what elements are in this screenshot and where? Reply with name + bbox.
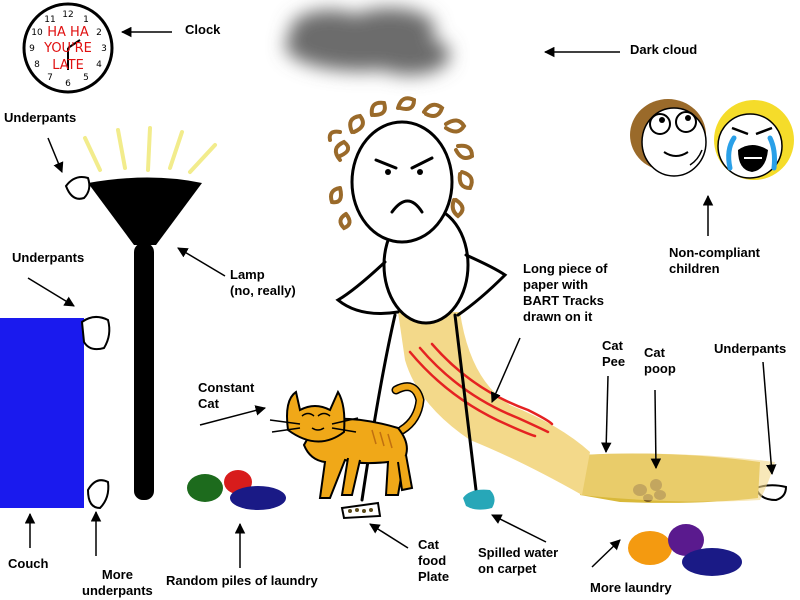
label-constant-cat-line2: Cat [198, 396, 219, 411]
clock-number: 8 [34, 60, 40, 70]
label-more-laundry: More laundry [590, 580, 672, 595]
clock-numbers: 12 1 2 3 4 5 6 7 8 9 10 11 [29, 10, 107, 89]
person-head [350, 120, 454, 244]
label-long-paper-line4: drawn on it [523, 309, 593, 324]
label-lamp-line1: Lamp [230, 267, 265, 282]
label-long-paper-line1: Long piece of [523, 261, 608, 276]
label-lamp-line2: (no, really) [230, 283, 296, 298]
clock-number: 9 [29, 44, 35, 54]
label-clock: Clock [185, 22, 221, 37]
clock-number: 3 [101, 44, 107, 54]
label-cat-food-line1: Cat [418, 537, 439, 552]
label-underpants-right: Underpants [714, 341, 787, 356]
laundry-pile-left [187, 470, 286, 510]
label-couch: Couch [8, 556, 49, 571]
label-lamp: Lamp (no, really) [230, 267, 296, 299]
label-cat-food-line3: Plate [418, 569, 450, 584]
label-cat-poop-line2: poop [644, 361, 676, 376]
clock-number: 7 [47, 73, 53, 83]
bart-tracks [408, 342, 554, 438]
label-spilled-water: Spilled water on carpet [478, 545, 558, 577]
cat-food-plate [340, 501, 382, 520]
label-more-underpants: More underpants [82, 567, 153, 599]
clock-message: HA HA YOU'RE LATE [43, 25, 92, 73]
label-more-underpants-line1: More [101, 567, 133, 582]
label-long-paper-line3: BART Tracks [523, 293, 604, 308]
child-blonde-crying [714, 100, 794, 180]
clock-number: 1 [83, 15, 89, 25]
clock-text-line3: LATE [52, 58, 84, 73]
label-cat-pee-line1: Cat [602, 338, 623, 353]
spilled-water [463, 489, 495, 510]
dark-cloud [285, 8, 450, 75]
person-legs [360, 313, 478, 502]
clock-number: 12 [62, 10, 73, 20]
label-spilled-water-line2: on carpet [478, 561, 537, 576]
label-underpants-mid: Underpants [12, 250, 85, 265]
child-brown-hair [630, 99, 707, 177]
laundry-pile-right [628, 524, 742, 576]
label-arrows [24, 26, 777, 568]
clock: 12 1 2 3 4 5 6 7 8 9 10 11 HA HA YOU'RE … [22, 2, 114, 94]
person [327, 96, 508, 325]
person-left-eye [385, 169, 391, 175]
clock-text-line2: YOU'RE [43, 41, 92, 56]
cat [269, 382, 425, 499]
label-cat-poop-line1: Cat [644, 345, 665, 360]
clock-number: 4 [96, 60, 102, 70]
label-long-paper-line2: paper with [523, 277, 589, 292]
couch [0, 318, 84, 508]
label-spilled-water-line1: Spilled water [478, 545, 559, 560]
label-more-underpants-line2: underpants [82, 583, 153, 598]
label-random-laundry: Random piles of laundry [166, 573, 318, 588]
label-constant-cat-line1: Constant [198, 380, 255, 395]
person-left-brow [374, 158, 398, 170]
label-non-compliant-children: Non-compliant children [669, 245, 760, 277]
clock-number: 5 [83, 73, 89, 83]
long-paper [398, 312, 590, 495]
lamp-glow [83, 126, 217, 174]
label-non-compliant-line2: children [669, 261, 720, 276]
label-dark-cloud: Dark cloud [630, 42, 698, 57]
long-paper-tail [580, 453, 775, 502]
person-hair [327, 96, 475, 231]
label-underpants-top: Underpants [4, 110, 77, 125]
label-long-paper: Long piece of paper with BART Tracks dra… [523, 261, 608, 325]
label-non-compliant-line1: Non-compliant [669, 245, 760, 260]
label-cat-food-line2: food [418, 553, 447, 568]
label-cat-pee-line2: Pee [602, 354, 626, 369]
person-frown [390, 199, 424, 214]
person-left-arm [335, 260, 400, 315]
label-cat-poop: Cat poop [644, 345, 676, 377]
clock-text-line1: HA HA [47, 25, 89, 40]
lamp [88, 177, 202, 500]
clock-number: 11 [44, 15, 55, 25]
clock-number: 2 [96, 28, 102, 38]
clock-number: 6 [65, 79, 71, 89]
person-right-eye [417, 169, 423, 175]
label-cat-food-plate: Cat food Plate [418, 537, 449, 585]
clock-number: 10 [31, 28, 43, 38]
label-constant-cat: Constant Cat [198, 380, 254, 412]
person-right-arm [456, 253, 508, 317]
label-cat-pee: Cat Pee [602, 338, 625, 370]
person-right-brow [410, 156, 434, 170]
